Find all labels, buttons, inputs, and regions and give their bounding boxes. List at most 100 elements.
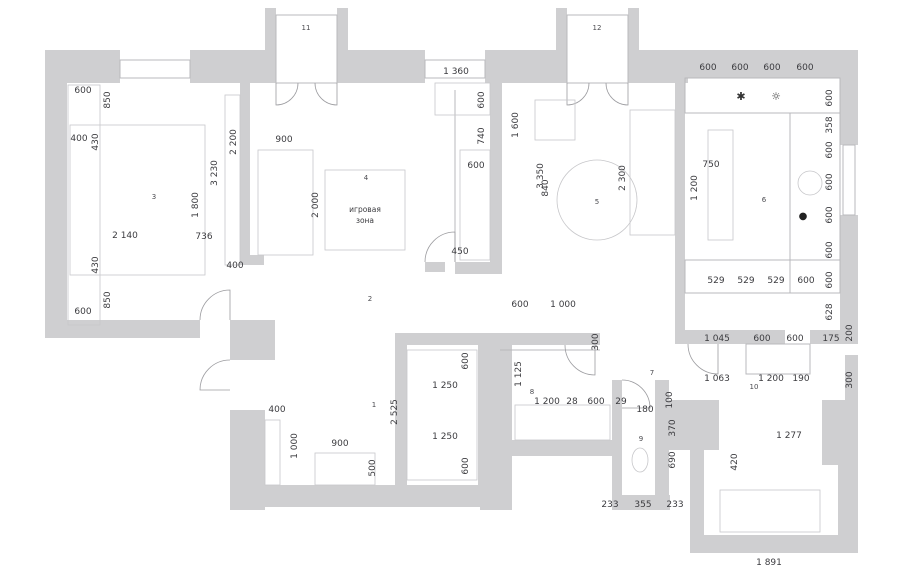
wardrobe bbox=[514, 404, 611, 441]
wall bbox=[675, 330, 785, 344]
door-swing bbox=[424, 231, 456, 263]
room-number: 1 bbox=[372, 401, 376, 409]
dining-table bbox=[707, 129, 734, 241]
wall bbox=[840, 215, 858, 340]
dimension: 180 bbox=[636, 405, 653, 415]
wall bbox=[240, 83, 250, 263]
dimension: 400 bbox=[70, 134, 87, 144]
bench bbox=[314, 452, 376, 486]
wardrobe bbox=[459, 149, 491, 261]
wall bbox=[265, 8, 276, 83]
wall bbox=[810, 330, 858, 344]
door-swing bbox=[605, 82, 629, 106]
dimension: 430 bbox=[91, 133, 101, 150]
desk bbox=[224, 94, 241, 266]
wall bbox=[45, 50, 67, 335]
dimension: 1 360 bbox=[443, 67, 469, 77]
dimension: 529 bbox=[767, 276, 784, 286]
wardrobe bbox=[67, 84, 101, 326]
dimension: 190 bbox=[792, 374, 809, 384]
dimension: 600 bbox=[825, 141, 835, 158]
dimension: 3 350 bbox=[536, 163, 546, 189]
wall bbox=[190, 50, 276, 83]
dimension: 400 bbox=[268, 405, 285, 415]
wardrobe bbox=[406, 349, 478, 481]
counter bbox=[684, 259, 841, 294]
wall bbox=[337, 8, 348, 83]
dimension: 2 140 bbox=[112, 231, 138, 241]
dimension: 28 bbox=[566, 397, 578, 407]
dimension: 1 600 bbox=[511, 112, 521, 138]
dimension: 600 bbox=[461, 457, 471, 474]
drop-icon: ● bbox=[799, 211, 808, 222]
wall bbox=[395, 345, 407, 485]
dimension: 736 bbox=[195, 232, 212, 242]
doors bbox=[199, 82, 719, 409]
dimension: 1 250 bbox=[432, 381, 458, 391]
thin-lines bbox=[119, 14, 856, 375]
dimension: 1 125 bbox=[514, 361, 524, 387]
window bbox=[119, 59, 191, 79]
dimension: 2 300 bbox=[618, 165, 628, 191]
dimension: 1 000 bbox=[550, 300, 576, 310]
balcony-11 bbox=[275, 14, 338, 84]
bench bbox=[264, 419, 281, 486]
wall bbox=[478, 345, 512, 505]
wall bbox=[480, 485, 512, 510]
dimension: 1 800 bbox=[191, 192, 201, 218]
wall bbox=[512, 440, 612, 456]
dimension: 628 bbox=[825, 303, 835, 320]
wall bbox=[822, 400, 858, 465]
room-number: 6 bbox=[762, 196, 767, 204]
dimension: 690 bbox=[668, 451, 678, 468]
dimension: 358 bbox=[825, 116, 835, 133]
dimension: 850 bbox=[103, 291, 113, 308]
play-zone bbox=[324, 169, 406, 251]
snowflake-icon: ✱ bbox=[736, 90, 745, 103]
wall bbox=[628, 8, 639, 83]
dimension: 100 bbox=[665, 391, 675, 408]
furniture bbox=[67, 82, 823, 533]
dimension: 750 bbox=[702, 160, 719, 170]
room-number: 2 bbox=[368, 295, 372, 303]
room-number: 7 bbox=[650, 369, 654, 377]
wall bbox=[455, 262, 502, 274]
room-number: 5 bbox=[595, 198, 599, 206]
wall bbox=[840, 50, 858, 145]
dimension: 740 bbox=[477, 127, 487, 144]
dimensions: 1 360 600 600 600 600 600 400 900 600 75… bbox=[70, 63, 839, 568]
wall bbox=[490, 83, 502, 273]
dimension: 175 bbox=[822, 334, 839, 344]
counter bbox=[745, 343, 811, 375]
door-swing bbox=[199, 359, 231, 391]
dimension: 600 bbox=[731, 63, 748, 73]
wall bbox=[345, 50, 425, 83]
wall bbox=[612, 495, 670, 510]
room-number: 4 bbox=[364, 174, 369, 182]
dimension: 1 277 bbox=[776, 431, 802, 441]
armchair bbox=[534, 99, 576, 141]
sofa bbox=[629, 109, 676, 236]
dimensions-vertical: 850 430 2 200 3 230 1 800 430 850 2 000 … bbox=[91, 89, 855, 476]
dimension: 355 bbox=[634, 500, 651, 510]
dimension: 1 250 bbox=[432, 432, 458, 442]
dimension: 1 063 bbox=[704, 374, 730, 384]
play-zone-label: игровая bbox=[349, 205, 381, 214]
walls bbox=[45, 8, 858, 553]
door-swing bbox=[621, 379, 651, 409]
balcony-12 bbox=[566, 14, 629, 84]
dimension: 500 bbox=[368, 459, 378, 476]
wall bbox=[690, 440, 704, 552]
dimension: 600 bbox=[825, 206, 835, 223]
dimension: 600 bbox=[74, 307, 91, 317]
room-number: 12 bbox=[593, 24, 602, 32]
dimension: 1 200 bbox=[690, 175, 700, 201]
dimension: 200 bbox=[845, 324, 855, 341]
wall bbox=[688, 50, 843, 78]
wall bbox=[45, 320, 200, 338]
counter bbox=[789, 112, 841, 294]
dimension: 850 bbox=[103, 91, 113, 108]
wall bbox=[485, 50, 565, 83]
wall bbox=[655, 380, 669, 510]
